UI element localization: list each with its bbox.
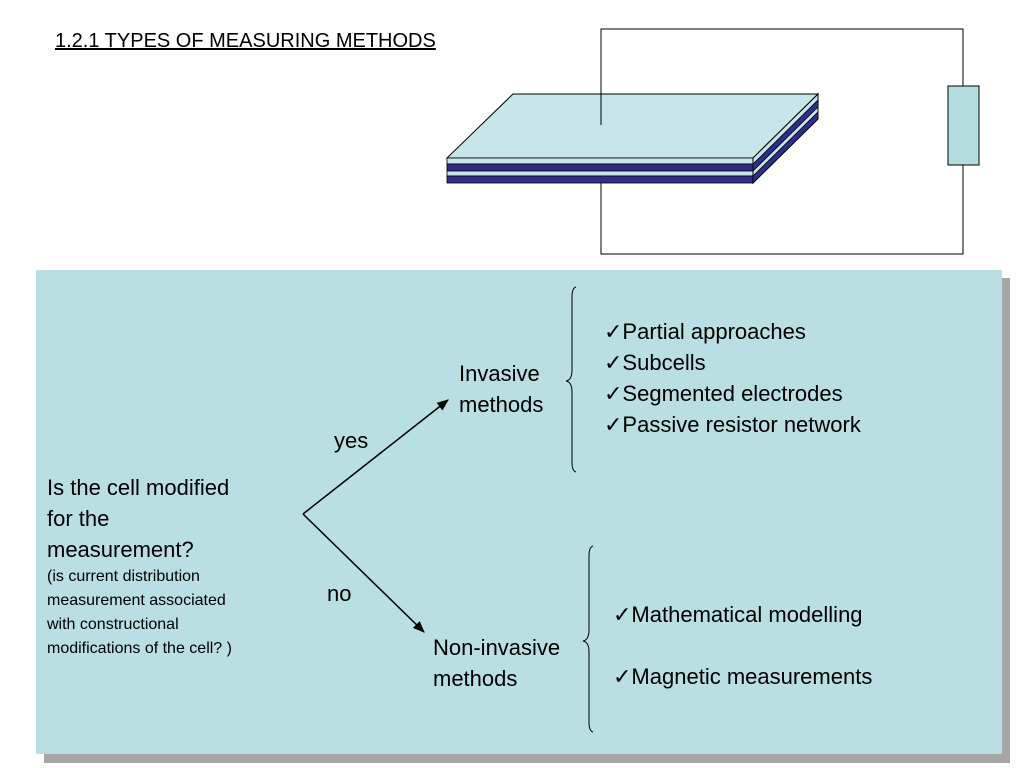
resistor	[947, 85, 980, 166]
non-invasive-methods-line: Non-invasive	[433, 635, 561, 660]
list-item: ✓Subcells	[604, 350, 706, 375]
non-invasive-methods-list: ✓Mathematical modelling ✓Magnetic measur…	[613, 599, 872, 692]
list-item: ✓Mathematical modelling	[613, 602, 863, 627]
invasive-methods-line: Invasive	[459, 361, 540, 386]
list-item: ✓Segmented electrodes	[604, 381, 843, 406]
question-line: Is the cell modified	[47, 475, 230, 500]
list-item: ✓Magnetic measurements	[613, 664, 873, 689]
page-title: 1.2.1 TYPES OF MEASURING METHODS	[55, 30, 436, 52]
no-label: no	[327, 581, 352, 606]
non-invasive-methods-label: Non-invasive methods	[433, 632, 560, 694]
cell-membrane-side	[752, 99, 819, 172]
decision-panel	[36, 270, 1002, 754]
fuel-cell-circuit-figure	[445, 28, 980, 255]
circuit-wire-top	[600, 28, 964, 125]
invasive-methods-list: ✓Partial approaches ✓Subcells ✓Segmented…	[604, 316, 861, 440]
circuit-wire-bottom	[600, 165, 964, 255]
non-invasive-methods-line: methods	[433, 666, 518, 691]
non-invasive-brace-icon	[582, 545, 594, 733]
cell-layer-bottom-side	[752, 111, 819, 184]
question-note: (is current distribution measurement ass…	[47, 565, 232, 661]
question-note-line: with constructional	[47, 616, 179, 633]
question-note-line: (is current distribution	[47, 568, 200, 585]
question-note-line: modifications of the cell? )	[47, 640, 232, 657]
no-arrow	[302, 513, 425, 633]
yes-arrow	[302, 399, 449, 515]
invasive-brace-icon	[565, 286, 577, 473]
invasive-methods-label: Invasive methods	[459, 358, 543, 420]
question-note-line: measurement associated	[47, 592, 226, 609]
list-item: ✓Passive resistor network	[604, 412, 861, 437]
list-item: ✓Partial approaches	[604, 319, 806, 344]
question-line: measurement?	[47, 537, 194, 562]
question-text: Is the cell modified for the measurement…	[47, 472, 229, 565]
invasive-methods-line: methods	[459, 392, 544, 417]
yes-label: yes	[334, 428, 369, 453]
question-line: for the	[47, 506, 110, 531]
